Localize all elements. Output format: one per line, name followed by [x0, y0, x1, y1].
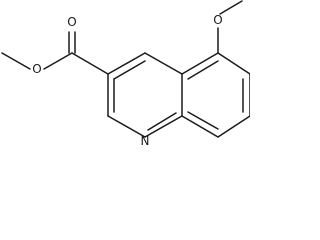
atom-label-o-carbonyl: O: [67, 15, 76, 29]
bond-c4a-c5: [181, 52, 219, 75]
bond-n1-c8a-inner: [147, 112, 177, 131]
quinoline-structure-diagram: O O O N: [1, 0, 250, 148]
bond-c4-c4a: [144, 52, 183, 75]
atom-label-o-ester: O: [32, 62, 41, 76]
bond-carbonyl-o-single: [43, 52, 73, 70]
bond-n1-c2: [107, 115, 146, 138]
bond-c7-c8: [217, 115, 250, 138]
bond-c8-c8a: [181, 115, 219, 138]
bond-c4a-c5-inner: [187, 60, 219, 80]
atom-label-n-ring: N: [141, 134, 150, 148]
bond-o-methyl-ester: [1, 52, 31, 70]
bond-c5-c6: [217, 52, 250, 75]
bond-c8a-n1: [144, 115, 183, 138]
bond-c3-carbonyl: [71, 52, 109, 75]
bond-c3-c4-inner: [113, 60, 146, 80]
bond-c8-c8a-inner: [187, 111, 219, 130]
bond-o-methyl: [219, 0, 243, 15]
bond-c3-c4: [107, 52, 146, 75]
atom-label-o-methoxy: O: [213, 13, 222, 27]
